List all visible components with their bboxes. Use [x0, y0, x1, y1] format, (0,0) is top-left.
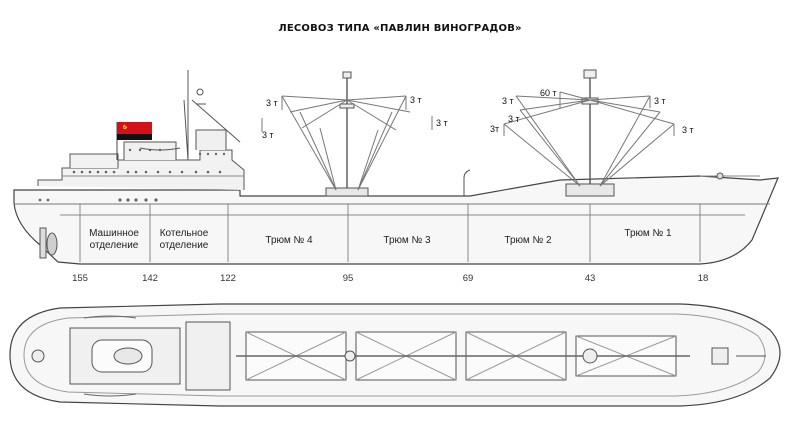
frame-number: 155	[72, 273, 88, 284]
frame-number: 142	[142, 273, 158, 284]
compartment-label-engine: Машинное	[89, 228, 139, 239]
load-label: 60 т	[540, 88, 557, 98]
load-label: 3 т	[508, 114, 520, 124]
frame-number: 95	[343, 273, 354, 284]
load-label: 3 т	[502, 96, 514, 106]
load-label: 3 т	[436, 118, 448, 128]
compartment-label-boiler: Котельное	[160, 228, 209, 239]
frame-number: 18	[698, 273, 709, 284]
compartment-label-hold-3: Трюм № 3	[383, 235, 431, 246]
compartment-label-hold-4: Трюм № 4	[265, 235, 313, 246]
compartment-label-boiler-2: отделение	[160, 240, 209, 251]
load-label: 3 т	[654, 96, 666, 106]
compartment-label-hold-2: Трюм № 2	[504, 235, 552, 246]
load-label: 3 т	[410, 95, 422, 105]
compartment-label-engine-2: отделение	[90, 240, 139, 251]
frame-number: 43	[585, 273, 596, 284]
frame-number: 69	[463, 273, 474, 284]
load-label: 3 т	[682, 125, 694, 135]
frame-number: 122	[220, 273, 236, 284]
ship-plan-view	[9, 303, 781, 407]
load-label: 3т	[490, 124, 499, 134]
load-label: 3 т	[262, 130, 274, 140]
compartment-label-hold-1: Трюм № 1	[624, 228, 672, 239]
diagram-title: ЛЕСОВОЗ ТИПА «ПАВЛИН ВИНОГРАДОВ»	[278, 23, 522, 34]
soviet-flag-icon	[116, 122, 152, 160]
load-label: 3 т	[266, 98, 278, 108]
